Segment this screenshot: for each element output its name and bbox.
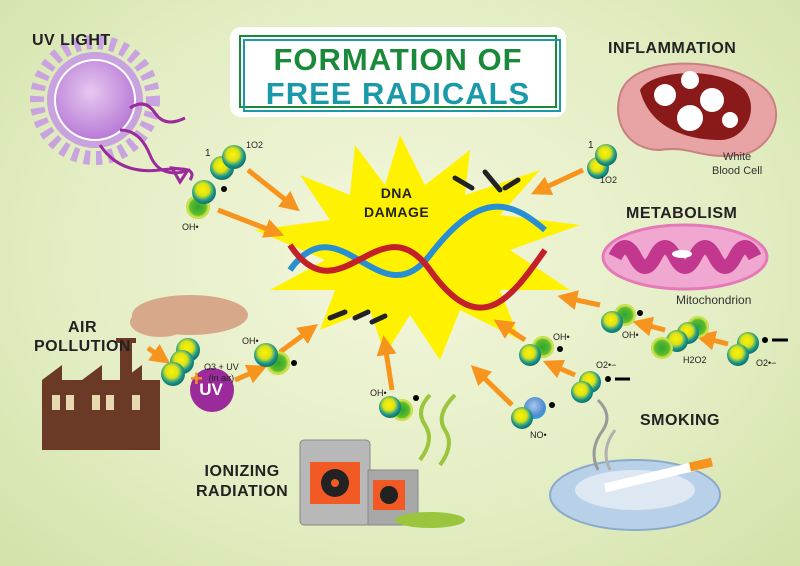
label-hydrogen-peroxide: H2O2 <box>683 355 707 365</box>
label-ozone-uv: O3 + UV (in air) <box>204 362 239 383</box>
label-smoking: SMOKING <box>640 412 720 429</box>
label-mitochondrion: Mitochondrion <box>676 293 752 307</box>
dna-fragments <box>327 169 521 325</box>
label-hydroxyl-air: OH• <box>242 336 259 346</box>
mitochondrion-icon <box>601 223 769 291</box>
radioactive-barrel-icon <box>299 393 465 528</box>
plus-icon: + <box>190 366 203 391</box>
uv-badge-label: UV <box>199 380 223 399</box>
ashtray-cigarette-icon <box>549 398 721 531</box>
label-singlet-oxygen-inflammation: 1O2 <box>600 175 618 185</box>
singlet-prefix-inflammation: 1 <box>588 140 594 151</box>
label-hydroxyl-radiation: OH• <box>370 388 387 398</box>
dna-helix-icon <box>287 203 548 311</box>
title-line-2: FREE RADICALS <box>265 76 531 111</box>
label-superoxide-metabolism: O2•− <box>756 358 777 368</box>
label-hydroxyl-uv: OH• <box>182 222 199 232</box>
title-box: FORMATION OF FREE RADICALS <box>233 30 563 114</box>
label-superoxide-smoking: O2•− <box>596 360 617 370</box>
label-nitric-oxide: NO• <box>530 430 547 440</box>
uv-badge-icon <box>190 368 234 412</box>
label-ionizing-radiation: IONIZING RADIATION <box>196 463 289 500</box>
label-white-blood-cell: White Blood Cell <box>712 151 763 177</box>
factory-icon <box>42 295 248 450</box>
white-blood-cell-icon <box>617 62 778 157</box>
label-uv-light: UV LIGHT <box>32 32 111 49</box>
reaction-arrows <box>146 167 729 407</box>
label-air-pollution: AIR POLLUTION <box>34 319 131 355</box>
label-hydroxyl-metabolism: OH• <box>622 330 639 340</box>
label-dna-damage: DNA DAMAGE <box>364 185 430 220</box>
label-metabolism: METABOLISM <box>626 205 738 222</box>
singlet-prefix: 1 <box>205 148 211 159</box>
label-hydroxyl-smoking: OH• <box>553 332 570 342</box>
title-line-1: FORMATION OF <box>273 42 523 77</box>
molecules <box>161 144 788 429</box>
label-inflammation: INFLAMMATION <box>608 40 737 57</box>
dna-damage-burst <box>255 135 580 360</box>
uv-sun-icon <box>30 35 194 185</box>
label-singlet-oxygen: 1O2 <box>246 140 264 150</box>
